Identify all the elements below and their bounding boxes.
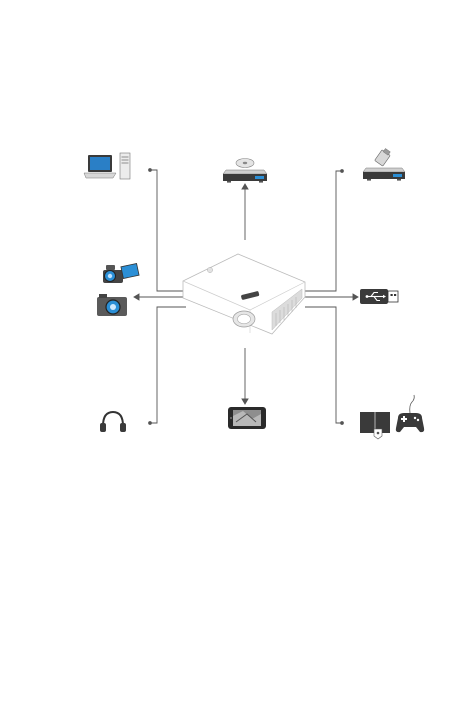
desktop-tower-icon — [120, 153, 130, 179]
smartphone-icon — [228, 407, 266, 429]
pc-devices — [84, 153, 130, 179]
set-top-box-icon — [363, 147, 405, 180]
headphones-icon — [100, 412, 126, 432]
line-audio — [150, 307, 186, 423]
mhl-game-devices — [360, 395, 424, 439]
line-mhl — [305, 307, 342, 423]
line-hdmi — [300, 171, 342, 291]
usb-drive-icon — [360, 289, 398, 304]
dvd-player-icon — [223, 159, 267, 183]
digital-camera-icon — [97, 294, 127, 316]
game-controller-icon — [396, 395, 424, 432]
tablet-device-icon — [360, 412, 390, 439]
projector-icon — [183, 254, 305, 334]
av-devices — [97, 263, 139, 316]
camcorder-icon — [103, 263, 139, 283]
line-pc — [150, 170, 186, 291]
laptop-icon — [84, 155, 116, 178]
